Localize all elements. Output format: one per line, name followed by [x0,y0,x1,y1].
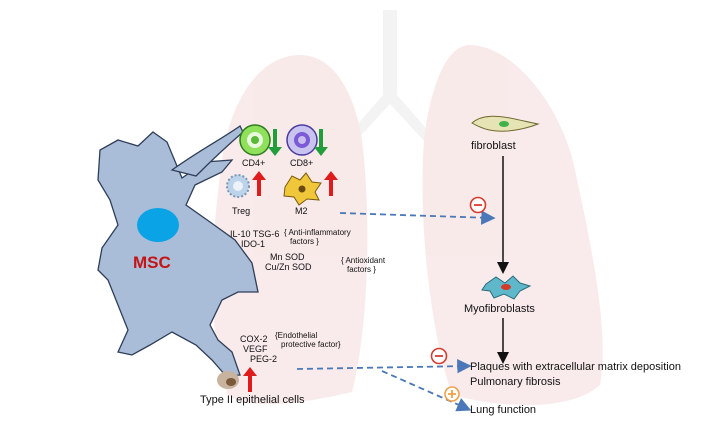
endothelial-brace-line2: protective factor} [281,340,341,349]
msc-label: MSC [133,253,171,272]
antioxidant-item-line1: Mn SOD [270,252,305,262]
plaques-label: Plaques with extracellular matrix deposi… [470,361,681,373]
cd4-cell-icon [239,124,271,156]
type2-cell-icon [217,371,239,389]
cd8-label: CD8+ [290,158,314,168]
treg-up-arrow [252,171,266,196]
m2-to-pathway-dashed-arrow [339,210,496,225]
type2-to-lung-function-dashed-arrow [381,370,472,412]
endothelial-brace-line1: {Endothelial [275,331,318,340]
endothelial-item-line1: COX-2 [240,334,268,344]
endothelial-items: COX-2 VEGF PEG-2 [240,334,277,364]
promote-icon-lung-function [444,386,460,402]
m2-up-arrow [324,171,338,196]
endothelial-item-line2: VEGF [243,344,268,354]
fibroblast-label: fibroblast [471,140,516,152]
cd8-down-arrow [314,129,328,156]
cd4-down-arrow [268,129,282,156]
type2-epithelial-label: Type II epithelial cells [200,394,305,406]
anti-inflammatory-brace-line1: { Anti-inflammatory [284,228,351,237]
anti-inflammatory-brace: { Anti-inflammatory factors } [284,228,351,246]
cd4-label: CD4+ [242,158,266,168]
treg-label: Treg [232,206,251,216]
right-lung [422,45,603,406]
myofibroblasts-label: Myofibroblasts [464,303,535,315]
msc-nucleus [137,208,179,242]
lung-function-label: Lung function [470,404,537,416]
endothelial-item-line3: PEG-2 [250,354,278,364]
fibrosis-outcome-block: Plaques with extracellular matrix deposi… [470,360,681,390]
inhibit-icon-plaques [430,347,448,365]
endothelial-brace: {Endothelial protective factor} [275,331,341,349]
pulmonary-fibrosis-label: Pulmonary fibrosis [470,376,561,388]
treg-cell-icon [226,174,250,198]
antioxidant-items: Mn SOD Cu/Zn SOD [265,252,312,272]
msc-arm [170,125,244,177]
type2-to-plaques-dashed-arrow [296,358,472,374]
antioxidant-brace-line2: factors } [347,265,376,274]
cd8-cell-icon [286,124,318,156]
antioxidant-brace-line1: { Antioxidant [341,256,386,265]
anti-inflammatory-brace-line2: factors } [290,237,319,246]
m2-label: M2 [295,206,308,216]
type2-up-arrow [243,367,257,392]
inhibit-icon-fibrosis [469,196,487,214]
antioxidant-brace: { Antioxidant factors } [341,256,385,274]
anti-inflammatory-item-line2: IDO-1 [241,239,266,249]
antioxidant-item-line2: Cu/Zn SOD [265,262,312,272]
trachea [348,10,432,142]
anti-inflammatory-item-line1: IL-10 TSG-6 [230,229,280,239]
anti-inflammatory-items: IL-10 TSG-6 IDO-1 [230,229,279,249]
